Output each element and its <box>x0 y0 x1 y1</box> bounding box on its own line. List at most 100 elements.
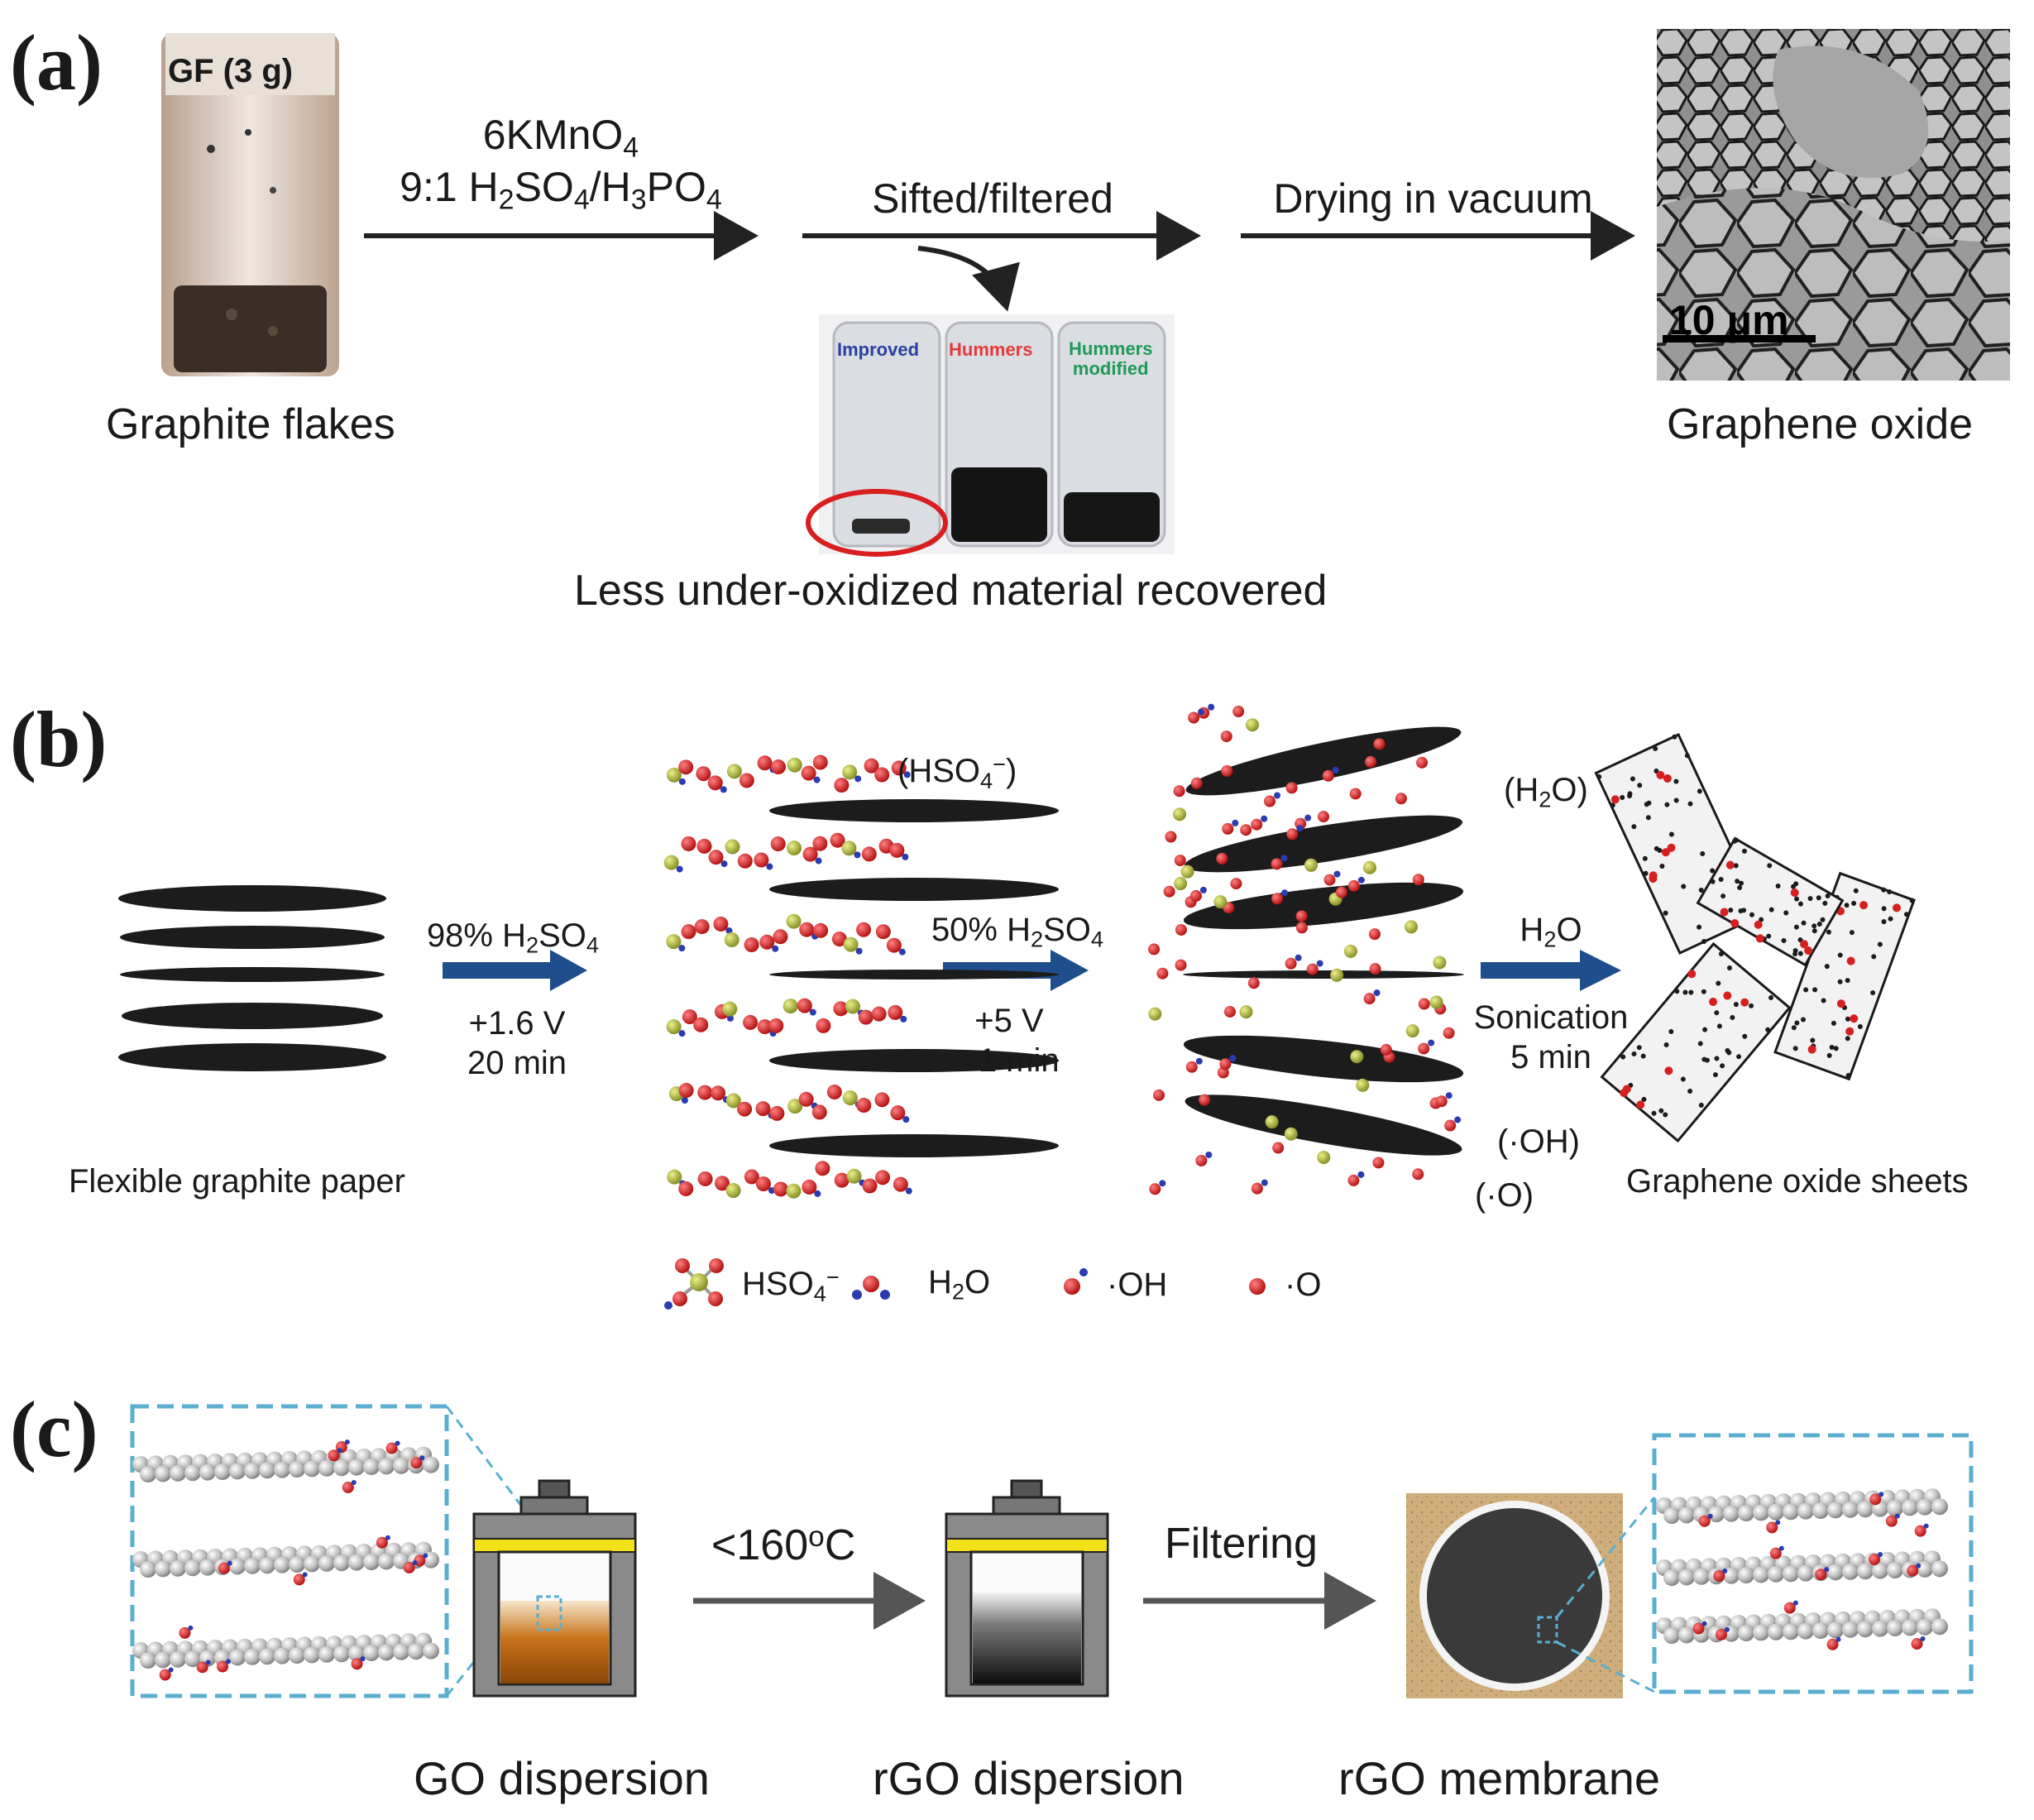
atom <box>1173 785 1185 797</box>
hydrogen-atom <box>676 865 683 873</box>
carbon-sphere <box>259 1648 275 1665</box>
hydrogen-atom <box>227 1560 232 1566</box>
hydrogen-atom <box>726 1014 734 1022</box>
graphene-sheet <box>769 878 1059 901</box>
carbon-sphere <box>1738 1625 1754 1641</box>
arrow-b3-bottom: Sonication 5 min <box>1460 998 1642 1077</box>
carbon-sphere <box>304 1646 320 1664</box>
hydrogen-atom <box>1261 1179 1268 1186</box>
atom <box>696 838 712 854</box>
hydrogen-atom <box>1835 1636 1841 1642</box>
hydrogen-atom <box>903 771 911 778</box>
atom <box>1405 920 1419 934</box>
hydrogen-atom <box>1280 855 1288 862</box>
oxygen-group <box>218 1562 230 1574</box>
atom <box>874 767 890 783</box>
atom <box>1173 807 1187 821</box>
atom <box>694 919 710 935</box>
carbon-sphere <box>1693 1568 1710 1585</box>
hydrogen-atom <box>1296 825 1304 832</box>
atom <box>787 1099 803 1114</box>
atom <box>681 924 696 940</box>
acid-h: /H <box>589 163 631 210</box>
rgo-membrane-photo <box>1406 1493 1623 1698</box>
carbon-sphere <box>1887 1620 1903 1636</box>
hydrogen-atom <box>900 1015 907 1023</box>
atom <box>754 852 769 868</box>
graphite-flakes-caption: Graphite flakes <box>106 400 395 448</box>
carbon-sphere <box>1842 1501 1859 1518</box>
atom <box>711 1085 726 1101</box>
carbon-sphere <box>1768 1623 1784 1640</box>
carbon-sphere <box>333 1645 350 1663</box>
hydrogen-atom <box>1159 1180 1166 1187</box>
carbon-sphere <box>378 1553 395 1570</box>
oxygen-group <box>1914 1525 1926 1537</box>
carbon-sphere <box>1678 1626 1695 1644</box>
atom <box>1285 957 1297 970</box>
hydrogen-atom <box>814 1190 821 1197</box>
hydrogen-atom <box>905 1187 912 1195</box>
hydrogen-atom <box>1281 889 1289 897</box>
atom <box>1362 860 1376 874</box>
legend-hso4-label: HSO4− <box>742 1266 840 1305</box>
atom <box>842 1090 858 1106</box>
acid-sub-3: 3 <box>630 184 647 216</box>
carbon-sphere <box>229 1558 246 1575</box>
atom <box>801 765 816 781</box>
oxygen-group <box>179 1626 191 1639</box>
heat-b: o <box>808 1521 825 1553</box>
oxygen-group <box>196 1661 208 1674</box>
legend-hso4-c: − <box>826 1264 840 1290</box>
hydrogen-atom <box>1916 1563 1922 1569</box>
go-layers <box>132 1439 439 1681</box>
atom <box>1246 718 1260 732</box>
atom <box>1323 874 1336 886</box>
oxygen-group <box>1715 1628 1727 1640</box>
hydrogen-atom <box>678 1030 686 1037</box>
hydrogen-atom <box>423 1553 428 1559</box>
legend-h2o-b: 2 <box>951 1278 965 1305</box>
atom <box>1199 1094 1211 1106</box>
hydrogen-atom <box>855 947 863 955</box>
graphite-jar-photo <box>161 33 339 376</box>
atom <box>755 1176 771 1192</box>
atom <box>1363 993 1376 1005</box>
atom <box>724 932 739 947</box>
oxygen-group <box>342 1481 354 1493</box>
carbon-sphere <box>1753 1566 1769 1583</box>
arrow-b2-top: 50% H2SO4 <box>910 910 1125 953</box>
heat-condition: <160oC <box>711 1522 855 1567</box>
hydrogen-atom <box>302 1572 308 1578</box>
atom <box>888 1004 903 1020</box>
panel-a-label: (a) <box>10 18 103 107</box>
arrow-b1 <box>443 950 587 991</box>
vial-label-modified: Hummers modified <box>1069 338 1152 379</box>
carbon-sphere <box>140 1561 156 1578</box>
atom <box>1322 769 1334 782</box>
carbon-sphere <box>199 1559 216 1576</box>
carbon-sphere <box>1842 1621 1859 1638</box>
hydrogen-atom <box>772 945 779 952</box>
carbon-sphere <box>333 1459 350 1477</box>
tag-h2o: (H2O) <box>1504 774 1588 811</box>
sem-image <box>1657 29 2010 381</box>
atom <box>1190 777 1203 789</box>
carbon-sphere <box>1738 1567 1754 1583</box>
atom <box>1232 706 1245 718</box>
atom <box>1317 1151 1331 1165</box>
carbon-sphere <box>199 1463 216 1481</box>
atom <box>759 934 775 950</box>
atom <box>678 1083 694 1099</box>
b1-top-d: 4 <box>586 932 600 958</box>
flexible-graphite-stack <box>118 885 386 1071</box>
carbon-sphere <box>170 1559 186 1577</box>
arrow-b3-top: H2O <box>1489 910 1613 953</box>
hydrogen-atom <box>766 863 773 870</box>
carbon-sphere <box>289 1647 305 1664</box>
atom <box>1264 795 1276 807</box>
atom <box>812 836 828 851</box>
hydrogen-atom <box>1428 1039 1435 1046</box>
drying-label: Drying in vacuum <box>1273 175 1593 222</box>
b1-top-a: 98% H <box>426 917 526 954</box>
